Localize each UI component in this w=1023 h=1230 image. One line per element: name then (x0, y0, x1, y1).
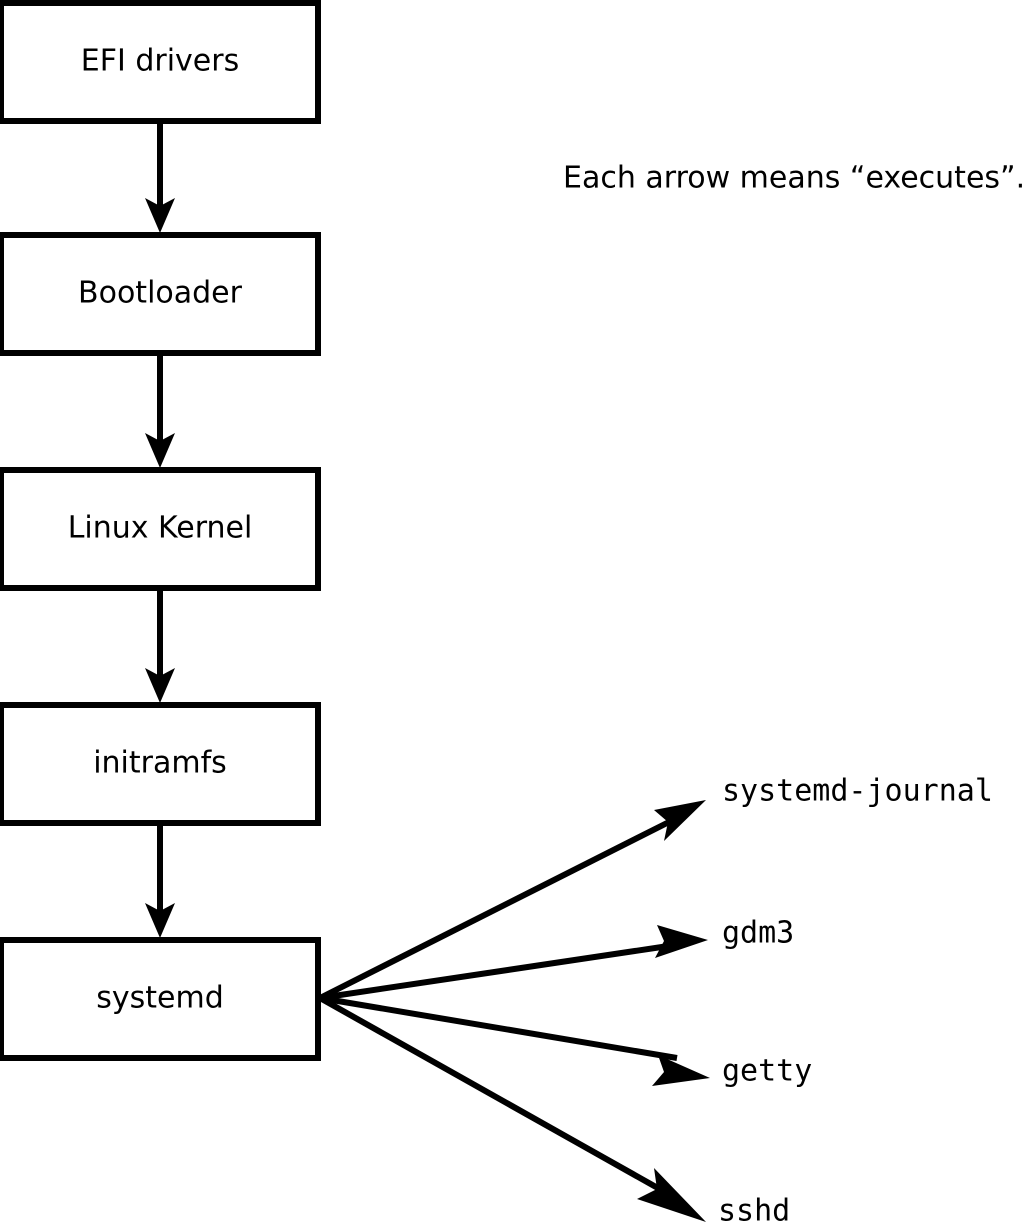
box-outline (0, 937, 321, 1061)
box-efi-drivers[interactable]: EFI drivers (0, 0, 321, 124)
fanout-arrow-getty (319, 995, 710, 1086)
box-outline (0, 467, 321, 591)
box-label: Bootloader (78, 276, 243, 311)
arrow-head-down-icon (145, 433, 175, 468)
arrow-head-icon (655, 925, 708, 958)
chain-arrow-group (145, 121, 175, 938)
box-bootloader[interactable]: Bootloader (0, 232, 321, 356)
arrow-head-down-icon (145, 903, 175, 938)
fanout-arrow-sshd (318, 995, 706, 1222)
chain-arrow-initramfs-to-systemd (145, 823, 175, 938)
service-label-gdm3[interactable]: gdm3 (722, 916, 794, 951)
diagram-caption: Each arrow means “executes”. (563, 161, 1023, 196)
arrow-head-down-icon (145, 198, 175, 233)
chain-arrow-bootloader-to-kernel (145, 353, 175, 468)
service-label-getty[interactable]: getty (722, 1054, 812, 1089)
box-systemd[interactable]: systemd (0, 937, 321, 1061)
arrow-head-icon (637, 1168, 706, 1222)
boot-chain-boxes: EFI drivers Bootloader Linux Kernel init… (0, 0, 321, 1061)
fanout-arrow-gdm3 (319, 925, 708, 1001)
arrow-head-icon (654, 800, 706, 841)
fanout-arrow-group (318, 800, 710, 1222)
box-linux-kernel[interactable]: Linux Kernel (0, 467, 321, 591)
chain-arrow-kernel-to-initramfs (145, 588, 175, 703)
service-labels: systemd-journal gdm3 getty sshd (718, 774, 993, 1229)
fanout-arrow-systemd-journal (318, 800, 706, 1001)
box-outline (0, 0, 321, 124)
box-outline (0, 232, 321, 356)
service-label-systemd-journal[interactable]: systemd-journal (722, 774, 993, 809)
chain-arrow-efi-to-bootloader (145, 121, 175, 233)
box-outline (0, 702, 321, 826)
box-label: EFI drivers (81, 44, 239, 79)
box-label: initramfs (93, 746, 227, 781)
arrow-head-down-icon (145, 668, 175, 703)
arrow-head-icon (652, 1055, 710, 1086)
service-label-sshd[interactable]: sshd (718, 1194, 790, 1229)
box-label: Linux Kernel (68, 511, 253, 546)
box-initramfs[interactable]: initramfs (0, 702, 321, 826)
box-label: systemd (96, 981, 224, 1016)
